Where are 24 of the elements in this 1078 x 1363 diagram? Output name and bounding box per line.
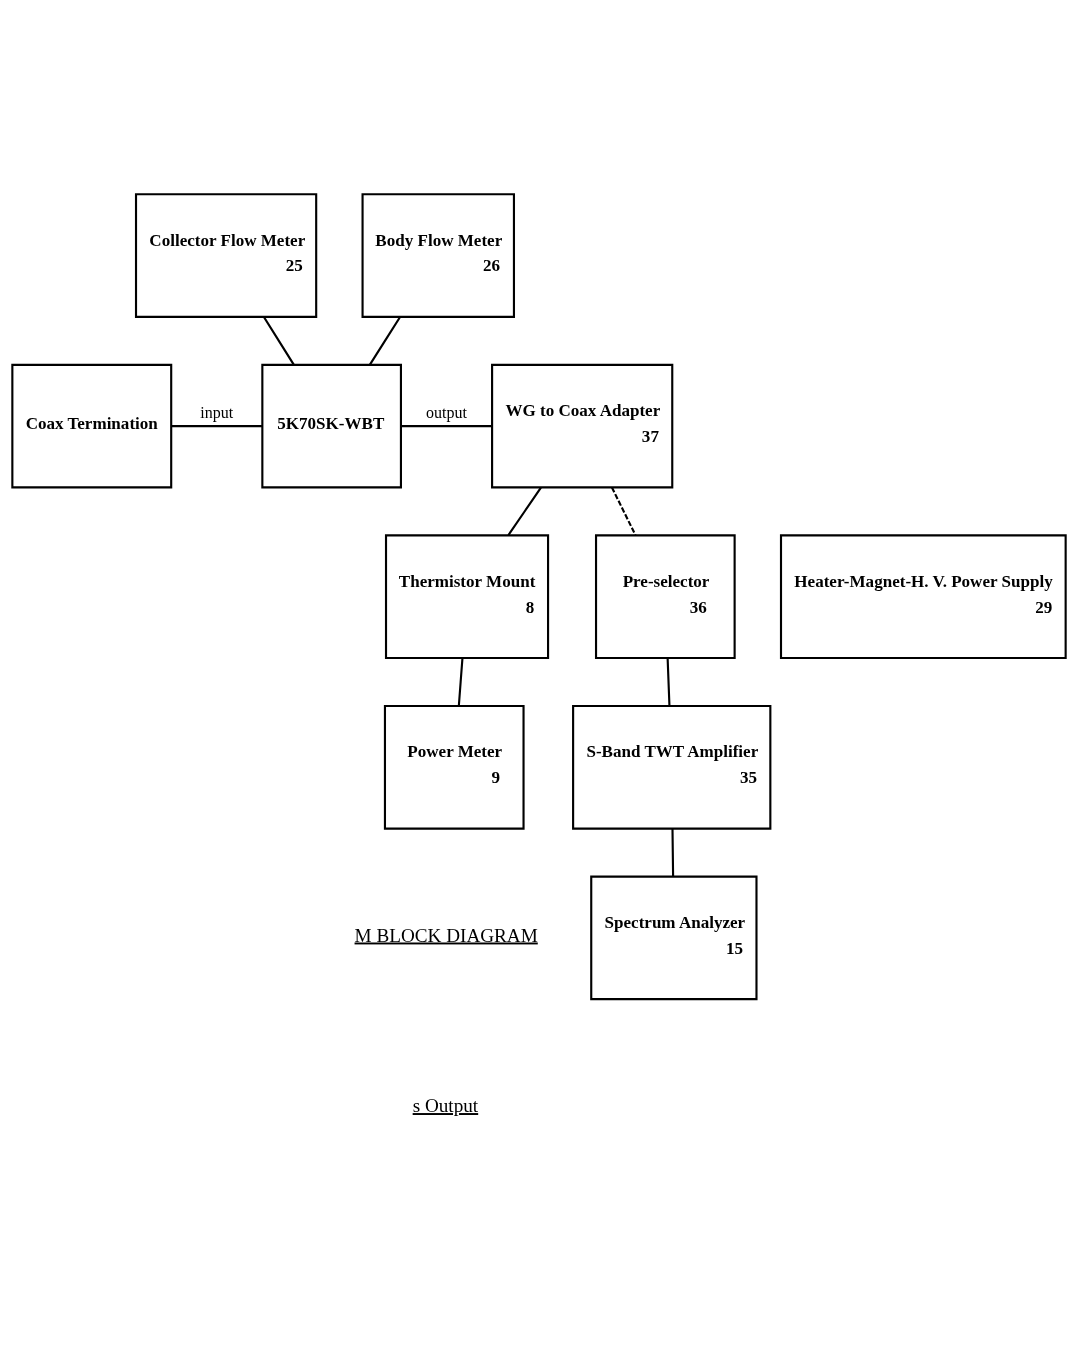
node-box: Power Meter 9 (383, 704, 525, 830)
connector (611, 486, 637, 536)
connector (369, 315, 401, 365)
node-box: Body Flow Meter 26 (361, 192, 515, 318)
connector (171, 424, 262, 427)
node-box: Thermistor Mount 8 (384, 533, 550, 659)
label: M BLOCK DIAGRAM (354, 923, 538, 945)
node-box: Collector Flow Meter 25 (134, 192, 318, 318)
connector (671, 828, 675, 876)
connector (263, 315, 295, 365)
node-box: Coax Termination (11, 363, 173, 488)
node-box: Spectrum Analyzer 15 (590, 875, 758, 1000)
node-box: Heater-Magnet-H. V. Power Supply 29 (779, 533, 1067, 659)
node-box: WG to Coax Adapter 37 (491, 363, 674, 488)
connector (457, 657, 464, 706)
node-box: 5K70SK-WBT (261, 363, 402, 488)
label: s Output (412, 1094, 479, 1116)
node-box: Pre-selector 36 (594, 533, 736, 659)
connector (666, 657, 671, 706)
connector (401, 424, 492, 427)
edge-label: output (426, 403, 467, 421)
edge-label: input (200, 403, 234, 421)
node-box: S-Band TWT Amplifier 35 (572, 704, 772, 830)
connector (507, 486, 542, 536)
